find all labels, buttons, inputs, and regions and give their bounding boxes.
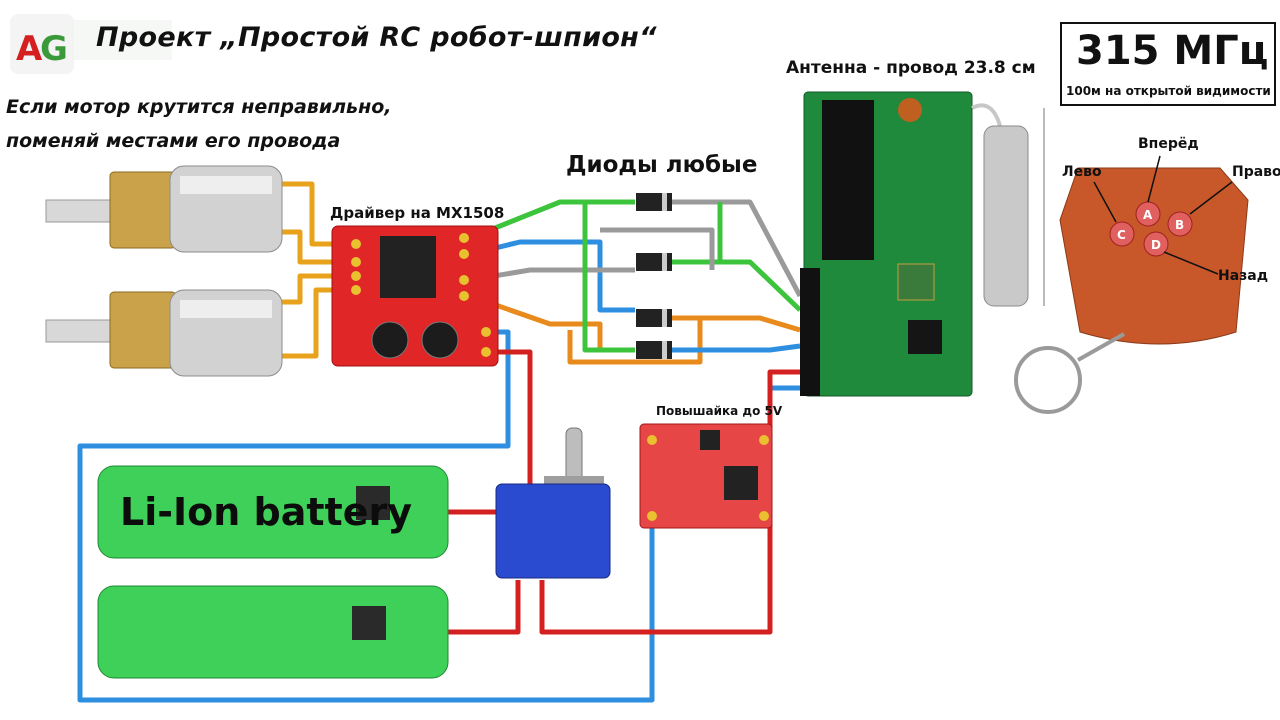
- motor-wire: [282, 273, 348, 305]
- svg-text:B: B: [1175, 218, 1184, 232]
- frequency-value: 315 МГц: [1076, 28, 1269, 74]
- remote-button-a: A: [1135, 201, 1161, 227]
- motor-wire: [282, 229, 348, 265]
- svg-text:D: D: [1151, 238, 1161, 252]
- diode: [636, 193, 672, 211]
- remote-label-right: Право: [1232, 164, 1280, 180]
- antenna-label: Антенна - провод 23.8 см: [786, 58, 1036, 78]
- battery-bottom: [97, 585, 449, 679]
- diode-wire: [567, 318, 703, 365]
- boost-converter-board: [639, 423, 773, 529]
- antenna-coil: [971, 103, 1045, 307]
- remote-button-c: C: [1109, 221, 1135, 247]
- svg-text:A: A: [16, 29, 43, 69]
- diode-wire: [582, 202, 635, 353]
- power-wire: [486, 349, 533, 520]
- frequency-range: 100м на открытой видимости: [1066, 84, 1271, 98]
- rf-receiver-board: [800, 91, 973, 397]
- svg-text:C: C: [1117, 228, 1126, 242]
- motor-note-line-1: Если мотор крутится неправильно,: [6, 96, 392, 118]
- motor-bottom: [45, 289, 283, 377]
- motor-wire: [282, 181, 348, 247]
- remote-label-back: Назад: [1218, 268, 1269, 284]
- motor-top: [45, 165, 283, 253]
- remote-button-b: B: [1167, 211, 1193, 237]
- diode-wire: [672, 259, 802, 312]
- motor-note-line-2: поменяй местами его провода: [6, 130, 341, 152]
- diode-wire: [672, 343, 801, 353]
- diodes-label: Диоды любые: [566, 152, 758, 178]
- battery-top: [97, 465, 449, 559]
- signal-wire-in4: [469, 199, 635, 241]
- motor-driver-board: [331, 225, 499, 367]
- remote-button-d: D: [1143, 231, 1169, 257]
- diode: [636, 309, 672, 327]
- signal-wire-in3: [469, 239, 635, 313]
- remote-leader-lines: [1093, 155, 1233, 275]
- diode: [636, 253, 672, 271]
- toggle-switch: [495, 427, 611, 579]
- power-wire: [446, 580, 521, 635]
- diode-wire: [600, 227, 715, 270]
- svg-text:G: G: [40, 29, 68, 69]
- power-wire: [77, 329, 655, 703]
- diode-wire: [672, 199, 803, 298]
- logo-icon: A G: [10, 14, 172, 74]
- diode: [636, 341, 672, 359]
- diode-wire: [672, 315, 801, 333]
- keyring-icon: [1014, 346, 1082, 414]
- page-title: Проект „Простой RC робот-шпион“: [96, 22, 657, 53]
- remote-control: [1014, 167, 1249, 414]
- remote-label-forward: Вперёд: [1138, 136, 1199, 152]
- svg-text:A: A: [1143, 208, 1153, 222]
- remote-label-left: Лево: [1062, 164, 1102, 180]
- driver-label: Драйвер на MX1508: [330, 204, 505, 222]
- battery-label: Li-Ion battery: [120, 490, 412, 534]
- frequency-box: [1060, 22, 1276, 106]
- power-wire: [539, 369, 800, 635]
- boost-label: Повышайка до 5V: [656, 404, 783, 418]
